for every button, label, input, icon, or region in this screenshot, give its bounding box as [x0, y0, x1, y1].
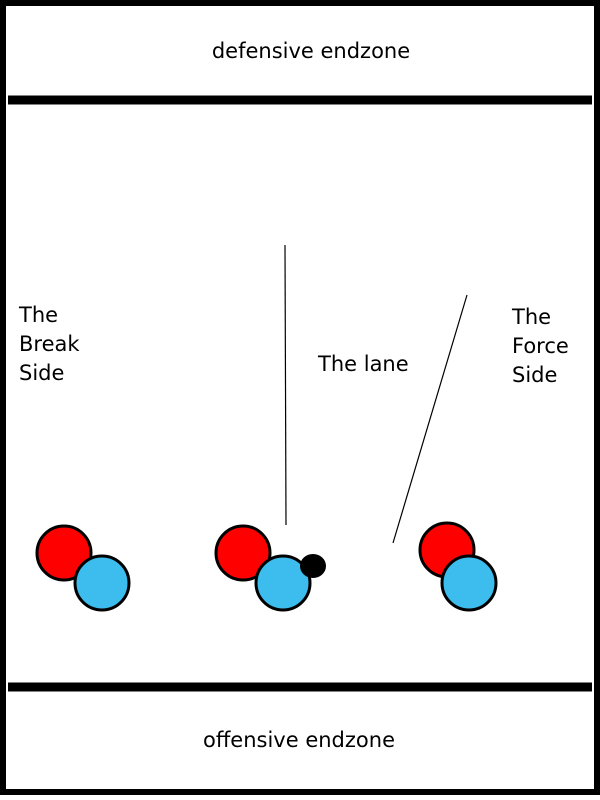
offense-player-left [73, 554, 131, 612]
force-side-line-2: Force [512, 334, 569, 358]
disc [300, 554, 326, 578]
offense-player-center [254, 554, 312, 612]
defensive-endzone-label: defensive endzone [212, 39, 410, 63]
offensive-endzone-label: offensive endzone [203, 728, 395, 752]
lane-right-boundary [392, 294, 468, 544]
defender-center [214, 524, 272, 582]
defender-left [35, 524, 93, 582]
break-side-line-1: The [18, 303, 58, 327]
force-side-line-1: The [511, 305, 551, 329]
lane-label: The lane [317, 352, 409, 376]
force-side-label: The Force Side [511, 305, 576, 387]
lane-left-boundary [284, 244, 287, 526]
offense-player-right [440, 554, 498, 612]
force-side-line-3: Side [512, 363, 557, 387]
break-side-line-3: Side [19, 361, 64, 385]
break-side-label: The Break Side [18, 303, 86, 385]
break-side-line-2: Break [19, 332, 80, 356]
